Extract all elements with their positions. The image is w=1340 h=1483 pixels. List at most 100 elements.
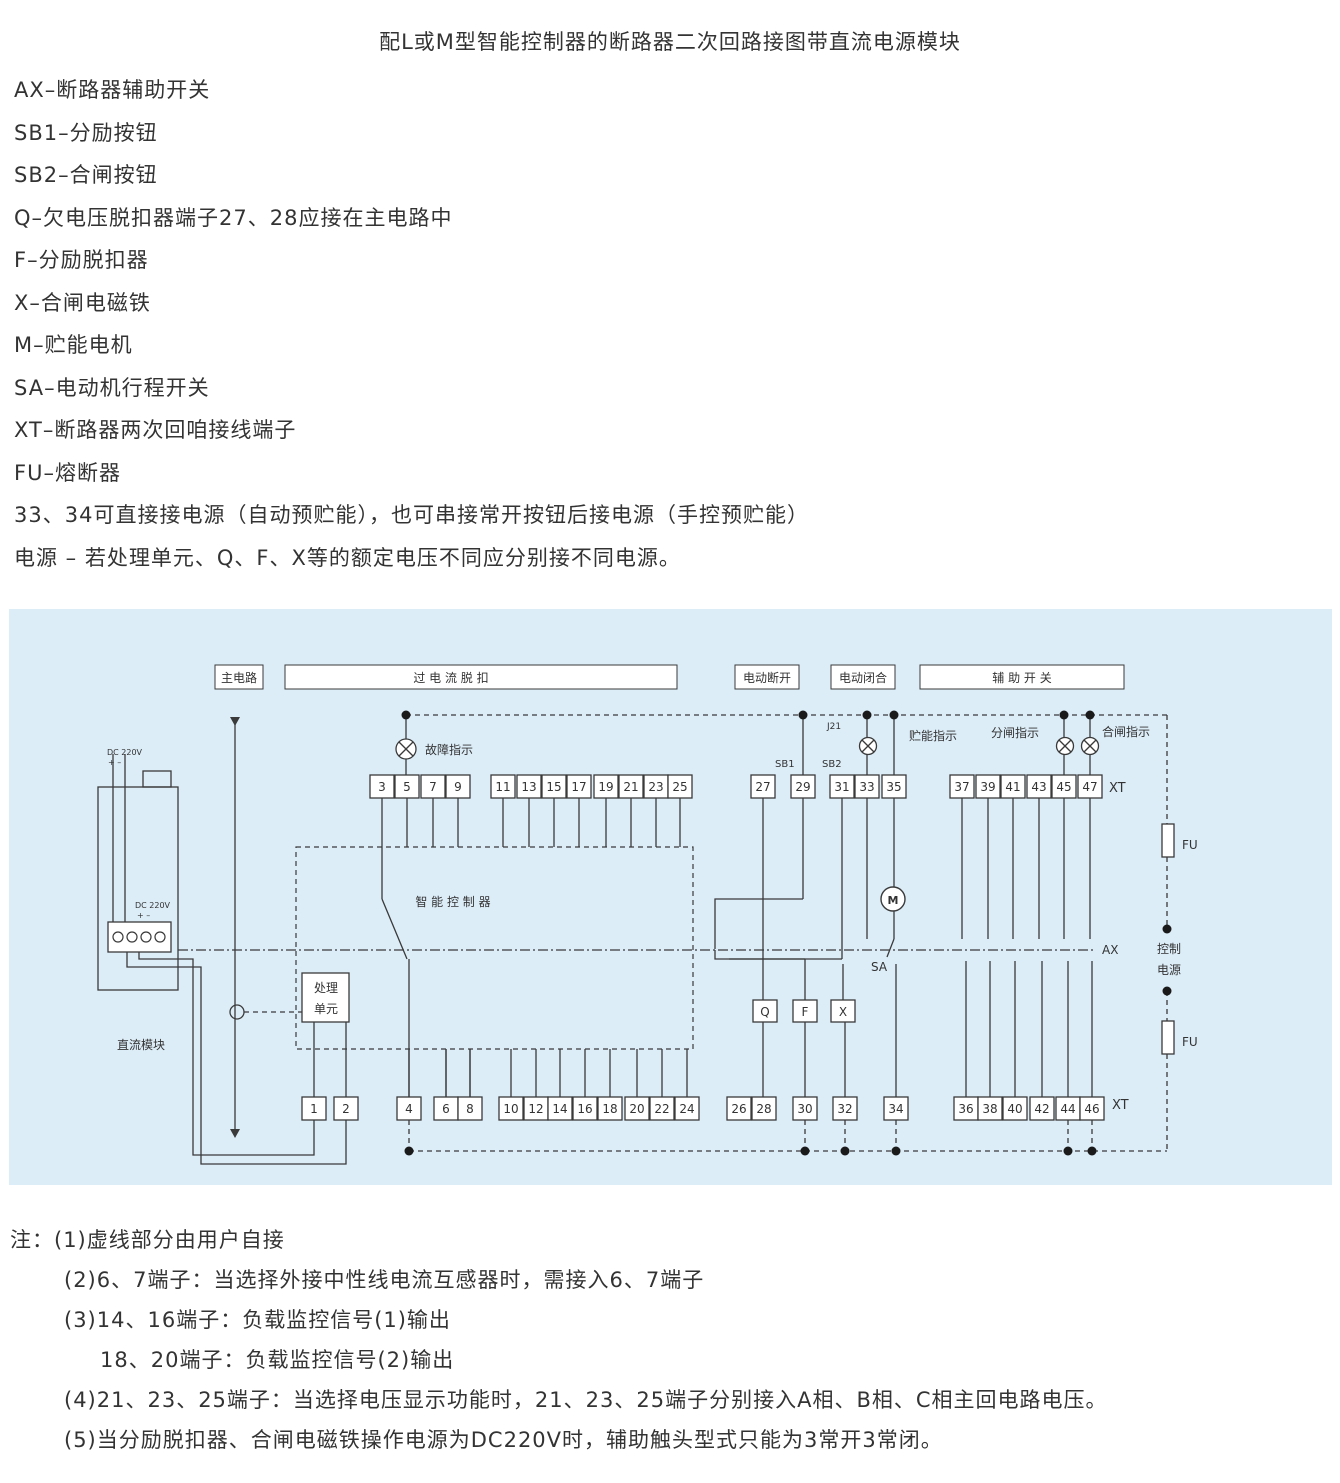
- fault-indicator-lamp-icon: [395, 738, 417, 760]
- legend-item-sa: SA–电动机行程开关: [14, 375, 210, 400]
- top-terminal-label: 7: [429, 780, 437, 794]
- bottom-terminal-label: 1: [310, 1102, 318, 1116]
- top-terminal-label: 5: [403, 780, 411, 794]
- bottom-terminal-label: 12: [528, 1102, 543, 1116]
- motor-label: M: [888, 894, 899, 907]
- legend-item-pre-charge: 33、34可直接接电源（自动预贮能），也可串接常开按钮后接电源（手控预贮能）: [14, 503, 809, 527]
- fault-indicator-label: 故障指示: [425, 742, 473, 757]
- wire: [138, 952, 315, 1156]
- bottom-terminal-label: 22: [654, 1102, 669, 1116]
- document-title: 配L或M型智能控制器的断路器二次回路接图带直流电源模块: [379, 30, 961, 54]
- bottom-terminal-box: [498, 1096, 524, 1121]
- top-terminal-box: [1077, 774, 1103, 799]
- note-2: (2)6、7端子：当选择外接中性线电流互感器时，需接入6、7端子: [64, 1268, 705, 1292]
- bottom-terminal-box: [832, 1096, 858, 1121]
- bottom-terminal-label: 4: [405, 1102, 413, 1116]
- bottom-terminal-label: 8: [466, 1102, 474, 1116]
- top-terminal-box: [1026, 774, 1052, 799]
- note-3: (3)14、16端子：负载监控信号(1)输出: [64, 1308, 451, 1332]
- top-terminal-box: [566, 774, 592, 799]
- j21-label: J21: [826, 722, 841, 732]
- header-electric-open: 电动断开: [743, 670, 791, 685]
- bottom-terminal-label: 16: [577, 1102, 592, 1116]
- bottom-terminal-label: 28: [756, 1102, 771, 1116]
- bottom-terminal-box: [751, 1096, 777, 1121]
- stored-energy-indicator-lamp-icon: [858, 736, 878, 756]
- note-4: (4)21、23、25端子：当选择电压显示功能时，21、23、25端子分别接入A…: [64, 1388, 1108, 1412]
- junction-dot: [840, 1146, 850, 1156]
- top-terminal-label: 45: [1056, 780, 1071, 794]
- top-terminal-label: 21: [623, 780, 638, 794]
- top-terminal-box: [750, 774, 776, 799]
- xt-top-label: XT: [1109, 781, 1126, 796]
- top-terminal-label: 19: [598, 780, 613, 794]
- bottom-terminal-box: [597, 1096, 623, 1121]
- junction-dot: [889, 710, 899, 720]
- top-terminal-label: 11: [495, 780, 510, 794]
- junction-dot: [404, 1146, 414, 1156]
- junction-dot: [862, 710, 872, 720]
- bottom-terminal-box: [333, 1096, 359, 1121]
- bottom-terminal-label: 32: [837, 1102, 852, 1116]
- top-terminal-label: 23: [648, 780, 663, 794]
- legend-item-ax: AX–断路器辅助开关: [14, 78, 211, 102]
- bottom-terminal-box: [547, 1096, 573, 1121]
- bottom-terminal-box: [883, 1096, 909, 1121]
- junction-dot: [1162, 986, 1172, 996]
- top-terminal-label: 13: [521, 780, 536, 794]
- top-terminal-box: [593, 774, 619, 799]
- top-terminal-box: [1000, 774, 1026, 799]
- legend-item-power-note: 电源 – 若处理单元、Q、F、X等的额定电压不同应分别接不同电源。: [14, 545, 681, 570]
- top-terminal-box: [949, 774, 975, 799]
- note-1: 注：(1)虚线部分由用户自接: [10, 1228, 285, 1252]
- sb1-label: SB1: [775, 759, 795, 770]
- legend-item-m: M–贮能电机: [14, 333, 133, 357]
- bottom-terminal-box: [977, 1096, 1003, 1121]
- control-power-label-2: 电源: [1157, 963, 1181, 977]
- junction-dot: [800, 1146, 810, 1156]
- top-terminal-box: [881, 774, 907, 799]
- note-5: (5)当分励脱扣器、合闸电磁铁操作电源为DC220V时，辅助触头型式只能为3常开…: [64, 1428, 943, 1452]
- header-aux-switch-box: [919, 664, 1125, 690]
- bottom-terminal-label: 42: [1034, 1102, 1049, 1116]
- storage-motor-icon: M: [880, 886, 906, 912]
- bottom-terminal-box: [649, 1096, 675, 1121]
- junction-dot: [1162, 924, 1172, 934]
- bottom-terminal-box: [1002, 1096, 1028, 1121]
- legend-item-sb1: SB1–分励按钮: [14, 120, 158, 145]
- junction-dot: [798, 710, 808, 720]
- user-wiring-dashed: [178, 714, 1168, 1152]
- junction-dot: [1085, 710, 1095, 720]
- top-terminal-box: [790, 774, 816, 799]
- control-power-label-1: 控制: [1157, 942, 1181, 956]
- top-terminal-label: 29: [795, 780, 810, 794]
- top-terminal-box: [420, 774, 446, 799]
- fuse-bottom-icon: [1161, 1020, 1175, 1055]
- header-aux-switch: 辅 助 开 关: [992, 671, 1051, 685]
- bottom-terminal-label: 30: [797, 1102, 812, 1116]
- bottom-terminal-label: 44: [1060, 1102, 1075, 1116]
- ax-label: AX: [1102, 943, 1118, 957]
- diagram-background: [9, 609, 1332, 1185]
- open-indicator-lamp-icon: [1055, 736, 1075, 756]
- bottom-terminal-box: [726, 1096, 752, 1121]
- legend-list: AX–断路器辅助开关 SB1–分励按钮 SB2–合闸按钮 Q–欠电压脱扣器端子2…: [14, 75, 809, 585]
- wiring-diagram: 主电路 过 电 流 脱 扣 电动断开 电动闭合 辅 助 开 关 故障指示 贮能指…: [9, 609, 1332, 1185]
- top-terminal-label: 15: [546, 780, 561, 794]
- bottom-terminal-box: [457, 1096, 483, 1121]
- top-terminal-box: [394, 774, 420, 799]
- x-coil-box: [830, 999, 856, 1023]
- main-circuit-arrow-bottom: [230, 1129, 240, 1138]
- bottom-terminal-label: 36: [958, 1102, 973, 1116]
- x-coil-label: X: [839, 1005, 847, 1019]
- top-terminal-box: [445, 774, 471, 799]
- controller-label: 智 能 控 制 器: [415, 894, 490, 909]
- open-indicator-label: 分闸指示: [991, 725, 1039, 740]
- bottom-terminal-label: 24: [679, 1102, 694, 1116]
- top-terminal-label: 37: [954, 780, 969, 794]
- top-terminal-box: [975, 774, 1001, 799]
- wire: [714, 898, 803, 949]
- sb2-label: SB2: [822, 759, 842, 770]
- bottom-terminal-box: [624, 1096, 650, 1121]
